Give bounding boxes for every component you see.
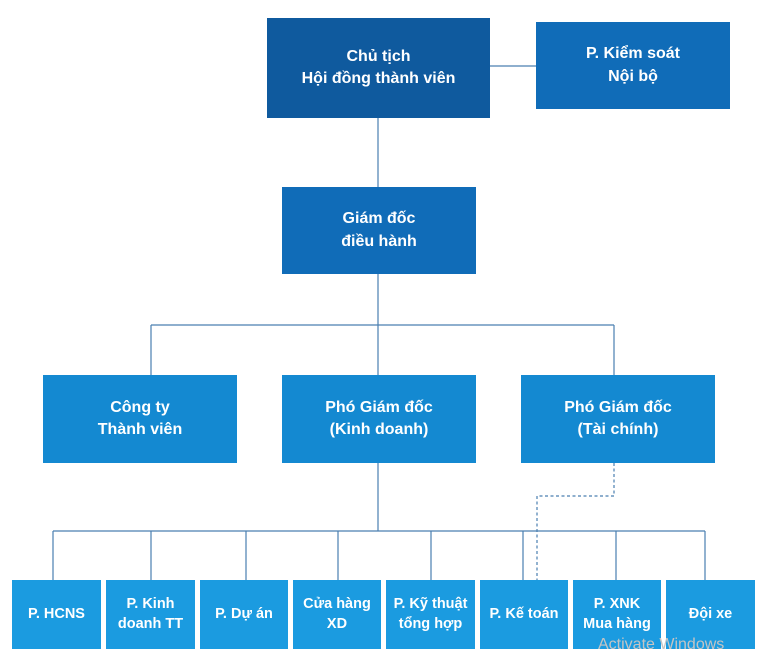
box-dept-fleet-line1: Đội xe xyxy=(688,605,733,622)
box-internal-audit-line2: Nội bộ xyxy=(608,67,658,85)
box-internal-audit: P. Kiểm soát Nội bộ xyxy=(536,22,730,109)
box-dept-fleet: Đội xe xyxy=(666,580,755,649)
box-dept-business-line1: P. Kinh xyxy=(126,595,175,612)
box-chairman: Chủ tịch Hội đồng thành viên xyxy=(267,18,490,118)
box-dept-import-line2: Mua hàng xyxy=(583,615,651,632)
box-chairman-line1: Chủ tịch xyxy=(346,47,411,65)
box-dept-store: Cửa hàng XD xyxy=(293,580,381,649)
box-dept-hr-line1: P. HCNS xyxy=(28,605,85,622)
box-dept-accounting: P. Kế toán xyxy=(480,580,568,649)
box-dept-store-line2: XD xyxy=(326,615,348,632)
box-subsidiary-line1: Công ty xyxy=(110,398,170,416)
box-ceo-line1: Giám đốc xyxy=(342,210,416,228)
box-dept-projects: P. Dự án xyxy=(200,580,288,649)
box-vp-finance: Phó Giám đốc (Tài chính) xyxy=(521,375,715,463)
box-dept-import: P. XNK Mua hàng xyxy=(573,580,661,649)
box-chairman-line2: Hội đồng thành viên xyxy=(301,70,456,87)
box-vp-sales-line2: (Kinh doanh) xyxy=(329,421,429,438)
connector-dashed-finance-accounting xyxy=(536,463,615,580)
box-vp-sales: Phó Giám đốc (Kinh doanh) xyxy=(282,375,476,463)
box-subsidiary: Công ty Thành viên xyxy=(43,375,237,463)
box-dept-business-line2: doanh TT xyxy=(117,615,184,632)
box-subsidiary-line2: Thành viên xyxy=(97,421,183,438)
box-vp-sales-line1: Phó Giám đốc xyxy=(325,398,433,416)
box-vp-finance-line2: (Tài chính) xyxy=(577,421,659,438)
box-vp-finance-line1: Phó Giám đốc xyxy=(564,398,672,416)
box-internal-audit-line1: P. Kiểm soát xyxy=(586,45,680,63)
box-ceo: Giám đốc điều hành xyxy=(282,187,476,274)
box-dept-tech-line1: P. Kỹ thuật xyxy=(393,595,468,612)
box-dept-import-line1: P. XNK xyxy=(593,595,641,612)
activation-watermark: Activate Windows xyxy=(598,636,725,653)
box-dept-accounting-line1: P. Kế toán xyxy=(489,605,559,622)
box-dept-tech-line2: tổng hợp xyxy=(398,615,463,632)
box-dept-tech: P. Kỹ thuật tổng hợp xyxy=(386,580,475,649)
box-dept-store-line1: Cửa hàng xyxy=(303,595,371,612)
box-dept-projects-line1: P. Dự án xyxy=(215,605,273,622)
box-dept-hr: P. HCNS xyxy=(12,580,101,649)
box-ceo-line2: điều hành xyxy=(341,232,417,250)
box-dept-business: P. Kinh doanh TT xyxy=(106,580,195,649)
